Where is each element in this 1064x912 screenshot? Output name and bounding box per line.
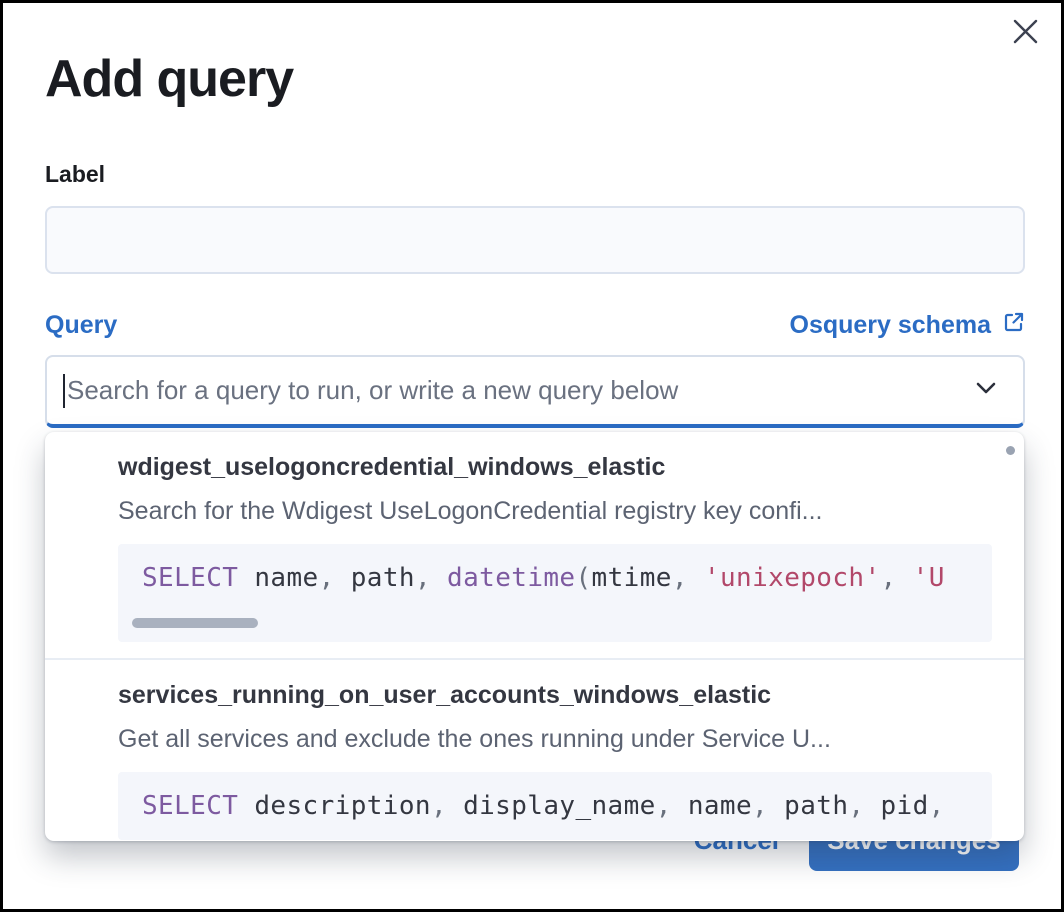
query-option-description: Get all services and exclude the ones ru… [118,725,831,753]
query-option[interactable]: wdigest_uselogoncredential_windows_elast… [45,432,1024,658]
query-combobox-placeholder: Search for a query to run, or write a ne… [67,375,679,405]
query-field-header: Query Osquery schema [45,311,1025,340]
chevron-down-icon[interactable] [971,373,1001,408]
query-option[interactable]: services_running_on_user_accounts_window… [45,658,1024,841]
query-option-code-preview: SELECT name, path, datetime(mtime, 'unix… [118,544,992,642]
query-option-code-preview: SELECT description, display_name, name, … [118,772,992,840]
label-field-label: Label [45,161,106,187]
close-icon [1012,18,1039,48]
modal-title: Add query [45,50,294,108]
vertical-scrollbar-thumb[interactable] [1006,446,1015,455]
close-button[interactable] [1007,15,1043,51]
query-field-label: Query [45,311,118,339]
external-link-icon [1003,311,1025,340]
query-combobox-input[interactable]: Search for a query to run, or write a ne… [45,355,1025,428]
query-option-title: services_running_on_user_accounts_window… [118,681,772,709]
sql-code: SELECT name, path, datetime(mtime, 'unix… [142,563,945,593]
horizontal-scrollbar-thumb[interactable] [132,618,258,628]
sql-code: SELECT description, display_name, name, … [142,791,945,821]
osquery-schema-link-label: Osquery schema [789,311,992,339]
osquery-schema-link[interactable]: Osquery schema [790,311,1026,340]
query-option-title: wdigest_uselogoncredential_windows_elast… [118,453,666,481]
label-input[interactable] [45,206,1025,274]
query-options-list: wdigest_uselogoncredential_windows_elast… [45,432,1024,841]
text-caret [63,373,65,408]
query-options-dropdown: wdigest_uselogoncredential_windows_elast… [45,432,1024,841]
query-option-description: Search for the Wdigest UseLogonCredentia… [118,497,823,525]
